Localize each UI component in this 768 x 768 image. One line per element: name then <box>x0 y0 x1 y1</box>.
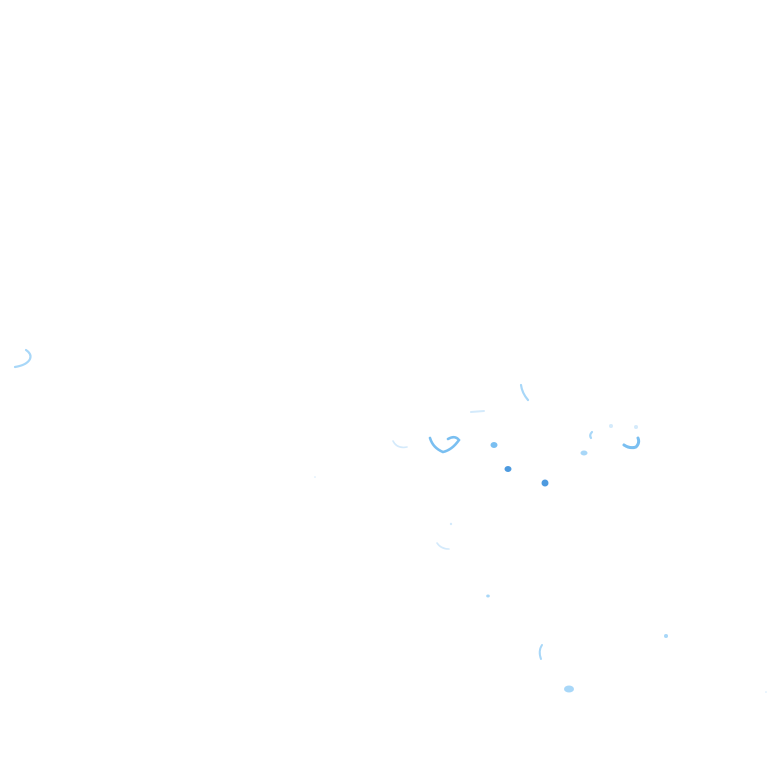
speckle <box>436 542 450 550</box>
speckle <box>664 634 668 638</box>
speckle <box>392 440 408 449</box>
speckle <box>564 685 574 693</box>
speckle <box>589 430 594 440</box>
speckle <box>541 479 549 487</box>
speckle <box>314 476 316 478</box>
speckle <box>609 424 613 428</box>
speckle <box>580 450 588 456</box>
speckle <box>538 644 543 660</box>
speckle <box>449 522 453 526</box>
speckle <box>519 383 530 402</box>
speckle <box>634 425 638 429</box>
speckle <box>490 442 498 448</box>
speckle <box>765 691 767 693</box>
speckle <box>470 410 485 413</box>
speckle <box>13 348 32 369</box>
speckle <box>486 594 490 598</box>
speckle <box>504 466 512 472</box>
speckle <box>428 435 461 454</box>
speckle <box>622 436 641 450</box>
